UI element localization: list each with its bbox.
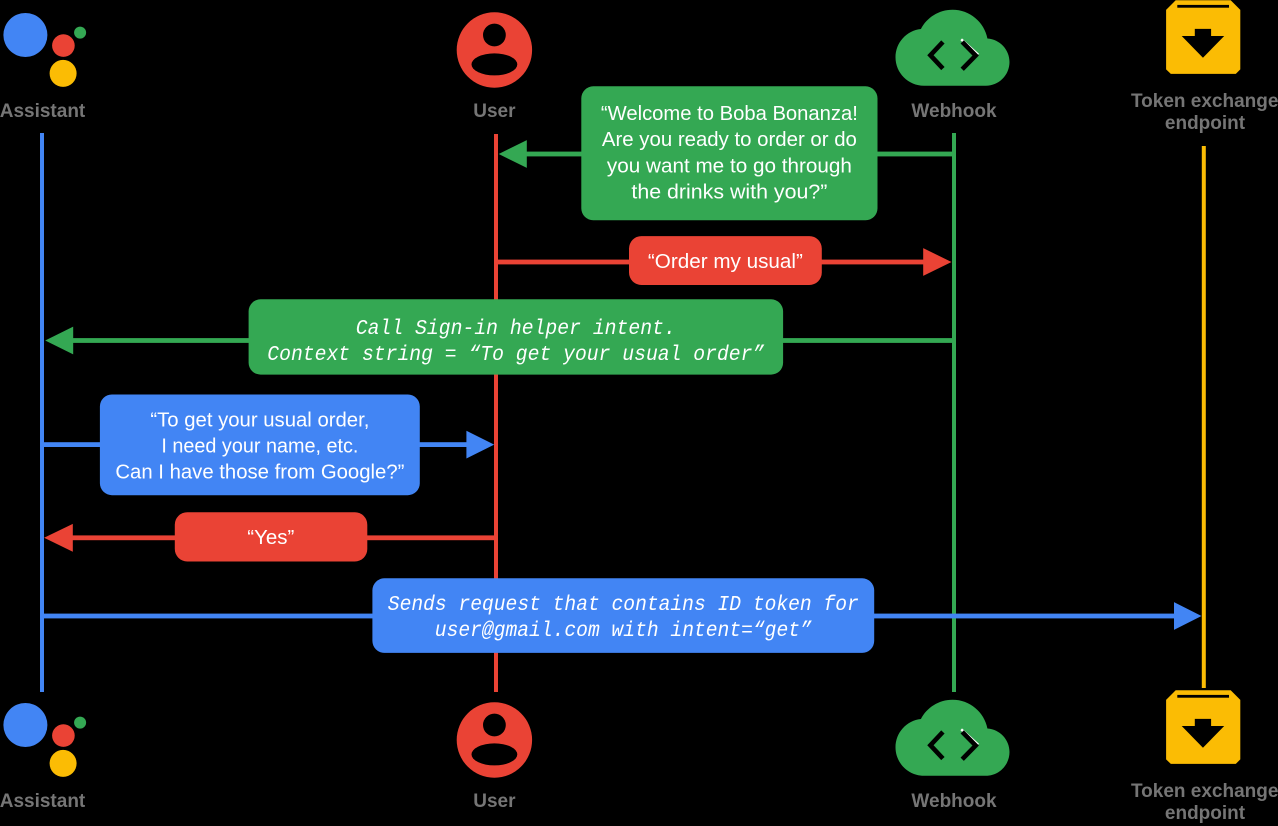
svg-text:Webhook: Webhook: [911, 791, 997, 812]
svg-text:Call Sign-in helper intent.: Call Sign-in helper intent.: [356, 317, 676, 341]
svg-text:Assistant: Assistant: [0, 791, 86, 812]
svg-text:Are you ready to order or do: Are you ready to order or do: [602, 128, 857, 151]
svg-text:I need your name, etc.: I need your name, etc.: [161, 435, 358, 458]
svg-text:User: User: [473, 791, 516, 812]
svg-text:Can I have those from Google?”: Can I have those from Google?”: [115, 461, 404, 484]
svg-text:endpoint: endpoint: [1165, 113, 1246, 134]
svg-text:Assistant: Assistant: [0, 101, 86, 122]
svg-text:user@gmail.com with intent=“ge: user@gmail.com with intent=“get”: [435, 619, 812, 643]
svg-text:the drinks with you?”: the drinks with you?”: [631, 181, 827, 204]
svg-text:User: User: [473, 101, 516, 122]
svg-text:“Welcome to Boba Bonanza!: “Welcome to Boba Bonanza!: [601, 102, 858, 125]
svg-text:Webhook: Webhook: [911, 101, 997, 122]
svg-text:you want me to go through: you want me to go through: [607, 154, 852, 177]
svg-text:“Yes”: “Yes”: [247, 526, 294, 549]
svg-text:Token exchange: Token exchange: [1131, 781, 1278, 802]
svg-text:Sends request that contains ID: Sends request that contains ID token for: [388, 593, 859, 617]
svg-text:“To get your usual order,: “To get your usual order,: [150, 408, 369, 431]
svg-text:“Order my usual”: “Order my usual”: [648, 250, 803, 273]
svg-text:Context string = “To get your: Context string = “To get your usual orde…: [267, 343, 764, 367]
svg-text:endpoint: endpoint: [1165, 803, 1246, 824]
svg-text:Token exchange: Token exchange: [1131, 91, 1278, 112]
